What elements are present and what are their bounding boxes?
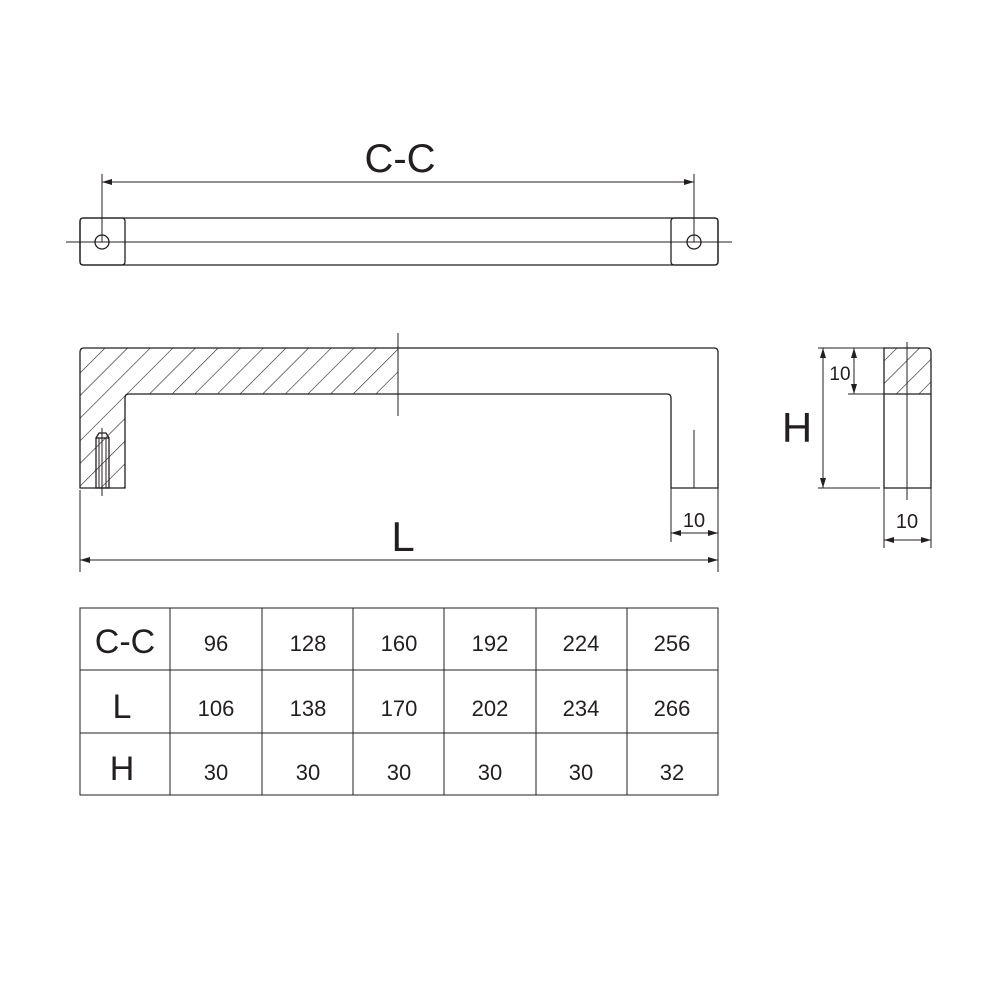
top-view: C-C xyxy=(66,137,732,266)
leg-width-label: 10 xyxy=(683,510,705,532)
h-label: H xyxy=(782,404,812,451)
table-cell: 30 xyxy=(296,760,320,785)
table-row-h: H 30 30 30 30 30 32 xyxy=(110,750,685,788)
table-cell: 224 xyxy=(563,631,600,656)
cc-label: C-C xyxy=(364,137,435,181)
side-width-label: 10 xyxy=(896,511,918,533)
table-cell: 106 xyxy=(198,696,235,721)
table-cell: 138 xyxy=(290,696,327,721)
side-top-label: 10 xyxy=(829,364,850,385)
size-table: C-C 96 128 160 192 224 256 L 106 138 170… xyxy=(79,607,719,796)
side-view: 10 H 10 xyxy=(782,342,932,548)
table-cell: 30 xyxy=(387,760,411,785)
l-label: L xyxy=(391,513,414,560)
row-header: L xyxy=(113,688,132,726)
table-cell: 234 xyxy=(563,696,600,721)
table-row-cc: C-C 96 128 160 192 224 256 xyxy=(95,623,691,661)
table-cell: 192 xyxy=(472,631,509,656)
table-cell: 128 xyxy=(290,631,327,656)
section-hatch xyxy=(80,348,398,488)
row-header: C-C xyxy=(95,623,155,661)
table-cell: 30 xyxy=(569,760,593,785)
table-cell: 30 xyxy=(204,760,228,785)
table-cell: 160 xyxy=(381,631,418,656)
table-cell: 96 xyxy=(204,631,228,656)
table-cell: 30 xyxy=(478,760,502,785)
table-cell: 256 xyxy=(654,631,691,656)
table-cell: 202 xyxy=(472,696,509,721)
table-cell: 266 xyxy=(654,696,691,721)
row-header: H xyxy=(110,750,135,788)
front-view: 10 L xyxy=(79,333,719,572)
table-cell: 170 xyxy=(381,696,418,721)
table-row-l: L 106 138 170 202 234 266 xyxy=(113,688,691,726)
table-cell: 32 xyxy=(660,760,684,785)
